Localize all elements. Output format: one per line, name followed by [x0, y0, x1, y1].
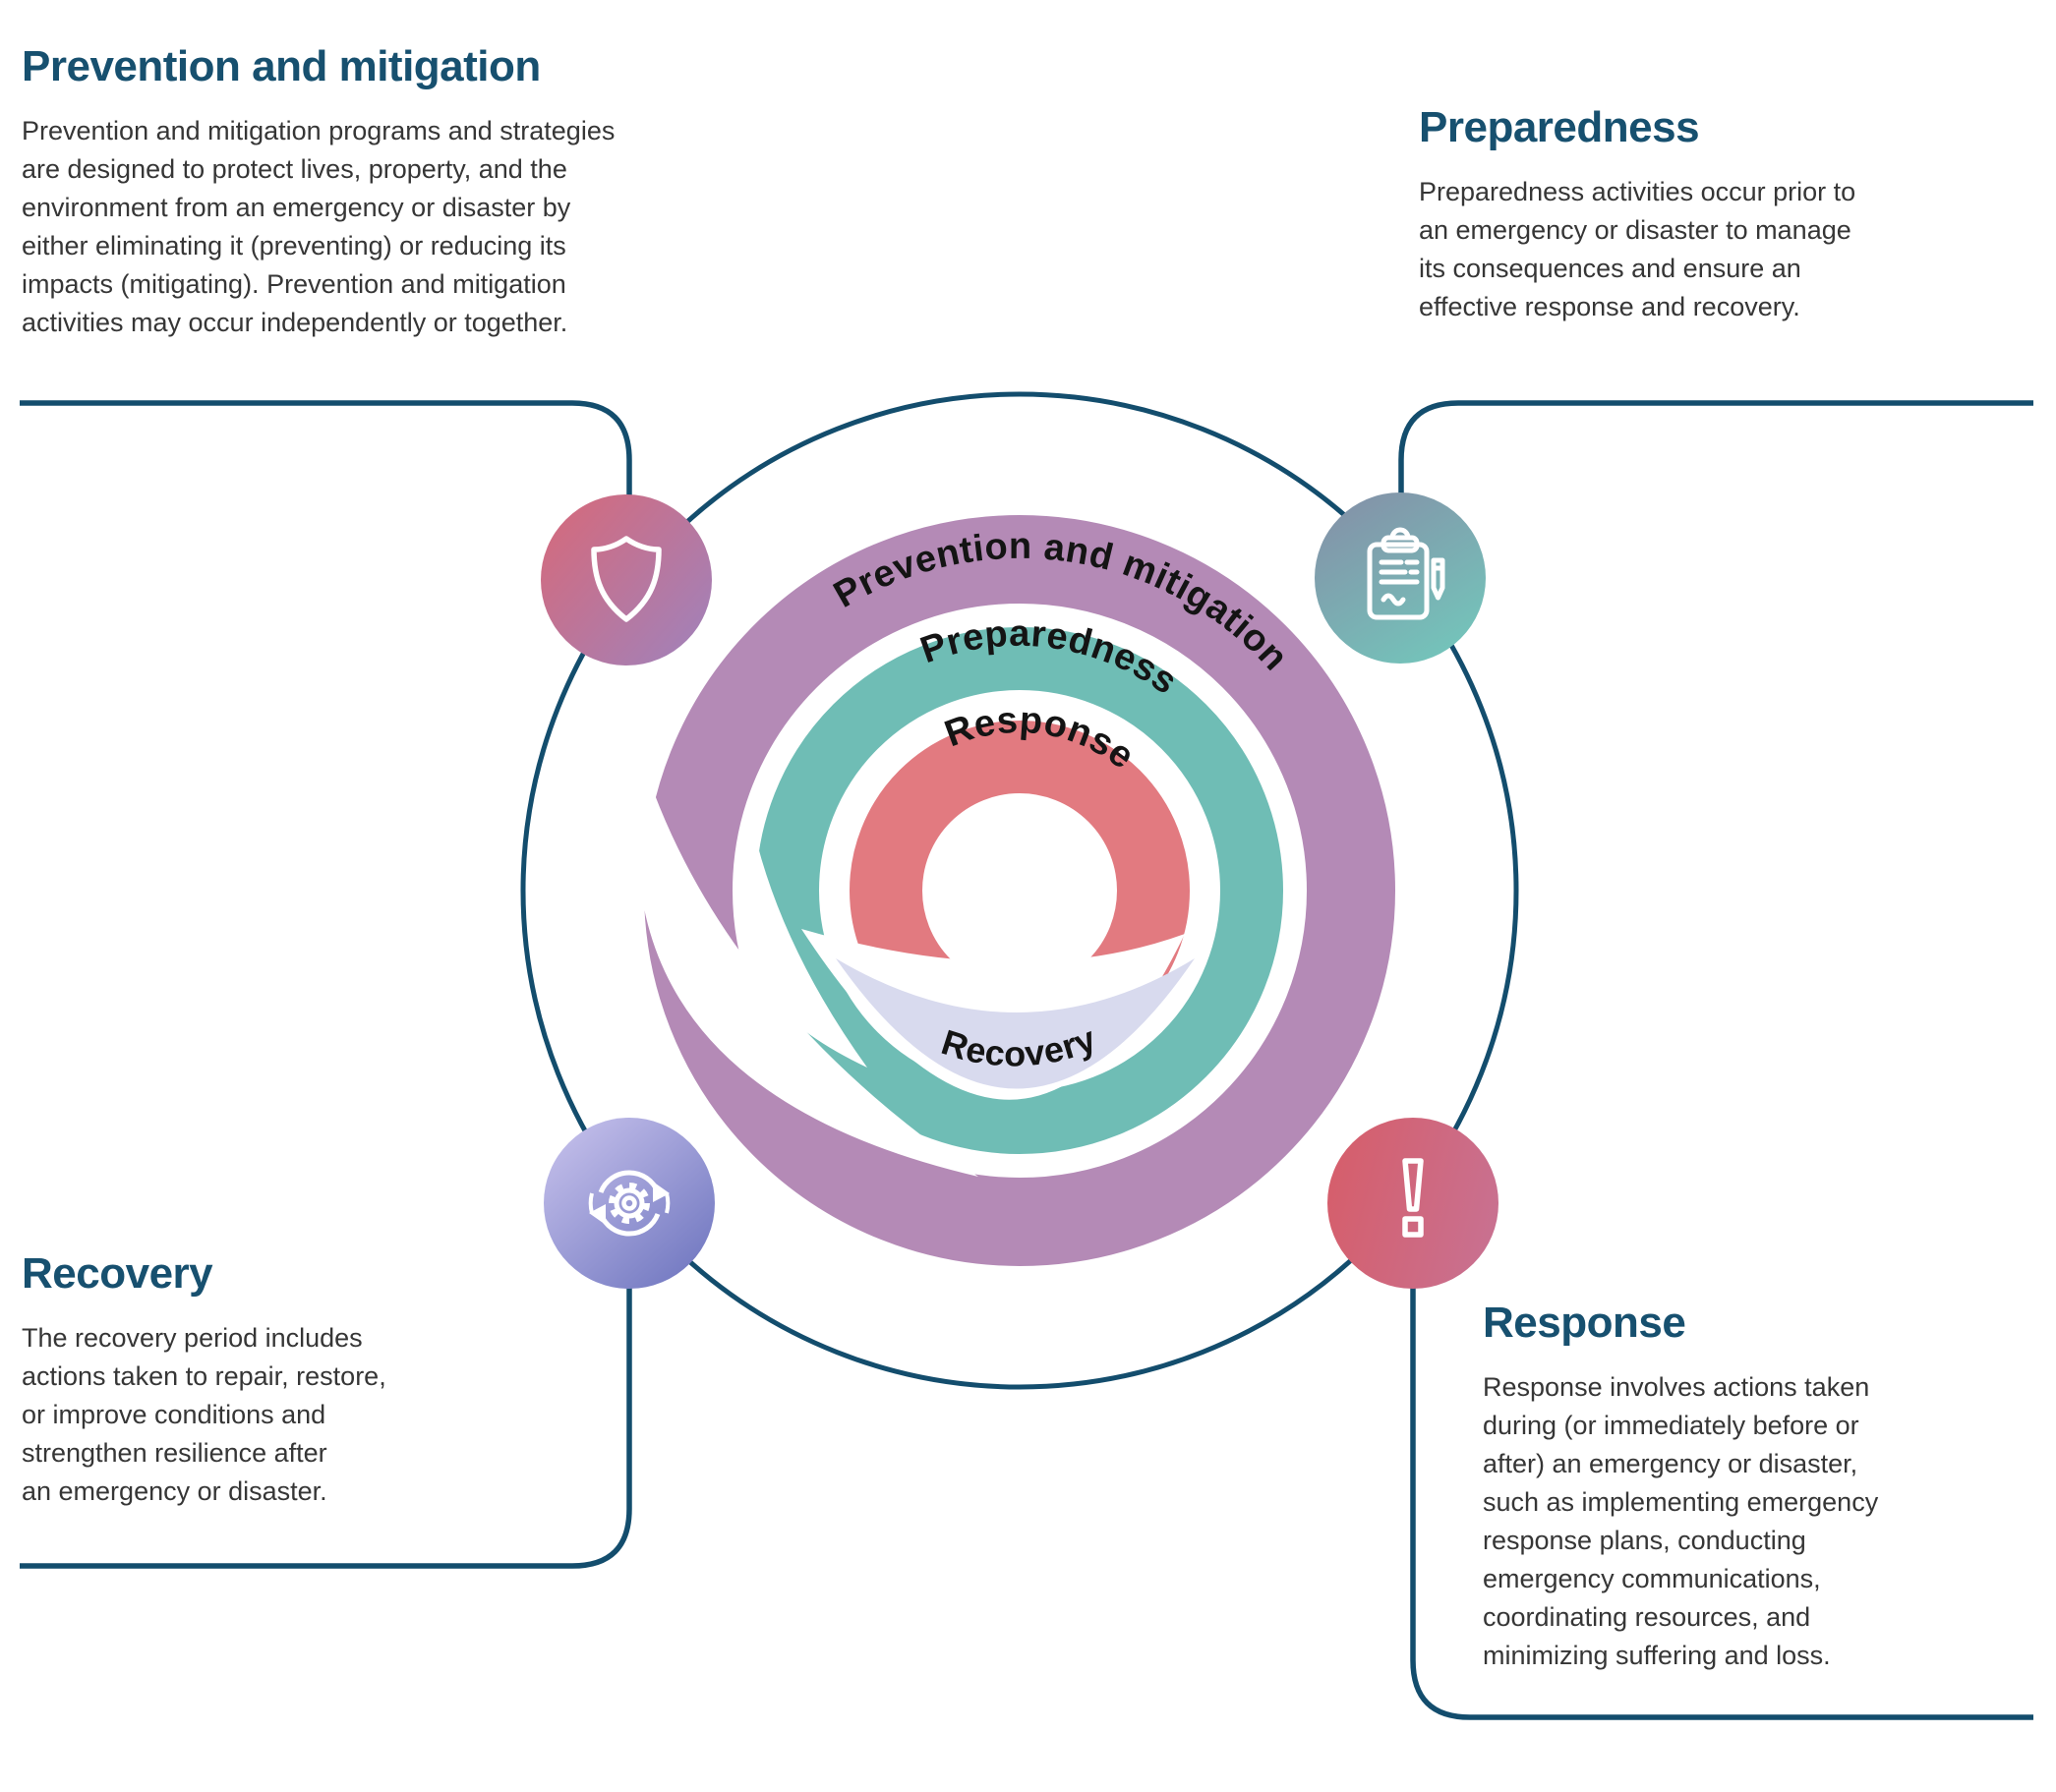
recovery-text-block: Recovery The recovery period includes ac…: [22, 1249, 572, 1511]
shield-icon: [591, 536, 662, 622]
cycle-rings: [637, 515, 1395, 1266]
preparedness-icon-badge: [1315, 492, 1486, 664]
recovery-title: Recovery: [22, 1249, 213, 1298]
prevention-body: Prevention and mitigation programs and s…: [22, 116, 616, 338]
preparedness-title: Preparedness: [1419, 103, 1700, 151]
preparedness-text-block: Preparedness Preparedness activities occ…: [1419, 103, 2048, 326]
response-icon-circle: [1327, 1118, 1498, 1289]
connector-response: [1410, 1285, 2033, 1720]
prevention-title: Prevention and mitigation: [22, 42, 541, 90]
recovery-body: The recovery period includes actions tak…: [22, 1323, 386, 1507]
ring-preparedness: [756, 627, 1283, 1154]
response-body: Response involves actions taken during (…: [1483, 1372, 1879, 1671]
recovery-icon-circle: [544, 1118, 715, 1289]
preparedness-icon-circle: [1315, 492, 1486, 664]
prevention-icon-circle: [541, 494, 712, 665]
outer-cycle-circle: [520, 391, 1519, 1390]
response-title: Response: [1483, 1299, 1686, 1347]
prevention-icon-badge: [541, 494, 712, 665]
connector-preparedness: [1398, 400, 2033, 495]
connector-recovery: [20, 1286, 632, 1569]
recovery-crescent: [836, 958, 1195, 1089]
connector-prevention: [20, 400, 632, 497]
response-text-block: Response Response involves actions taken…: [1483, 1299, 2033, 1675]
clipboard-checklist-icon: [1367, 527, 1445, 620]
preparedness-body: Preparedness activities occur prior to a…: [1419, 177, 1856, 322]
recovery-icon-badge: [544, 1118, 715, 1289]
response-icon-badge: [1327, 1118, 1498, 1289]
spiral-cut-outer: [637, 765, 978, 1177]
spiral-cut-middle: [737, 843, 867, 1068]
prevention-text-block: Prevention and mitigation Prevention and…: [22, 42, 808, 342]
exclamation-icon: [1402, 1158, 1424, 1238]
gear-cycle-icon: [588, 1170, 671, 1237]
